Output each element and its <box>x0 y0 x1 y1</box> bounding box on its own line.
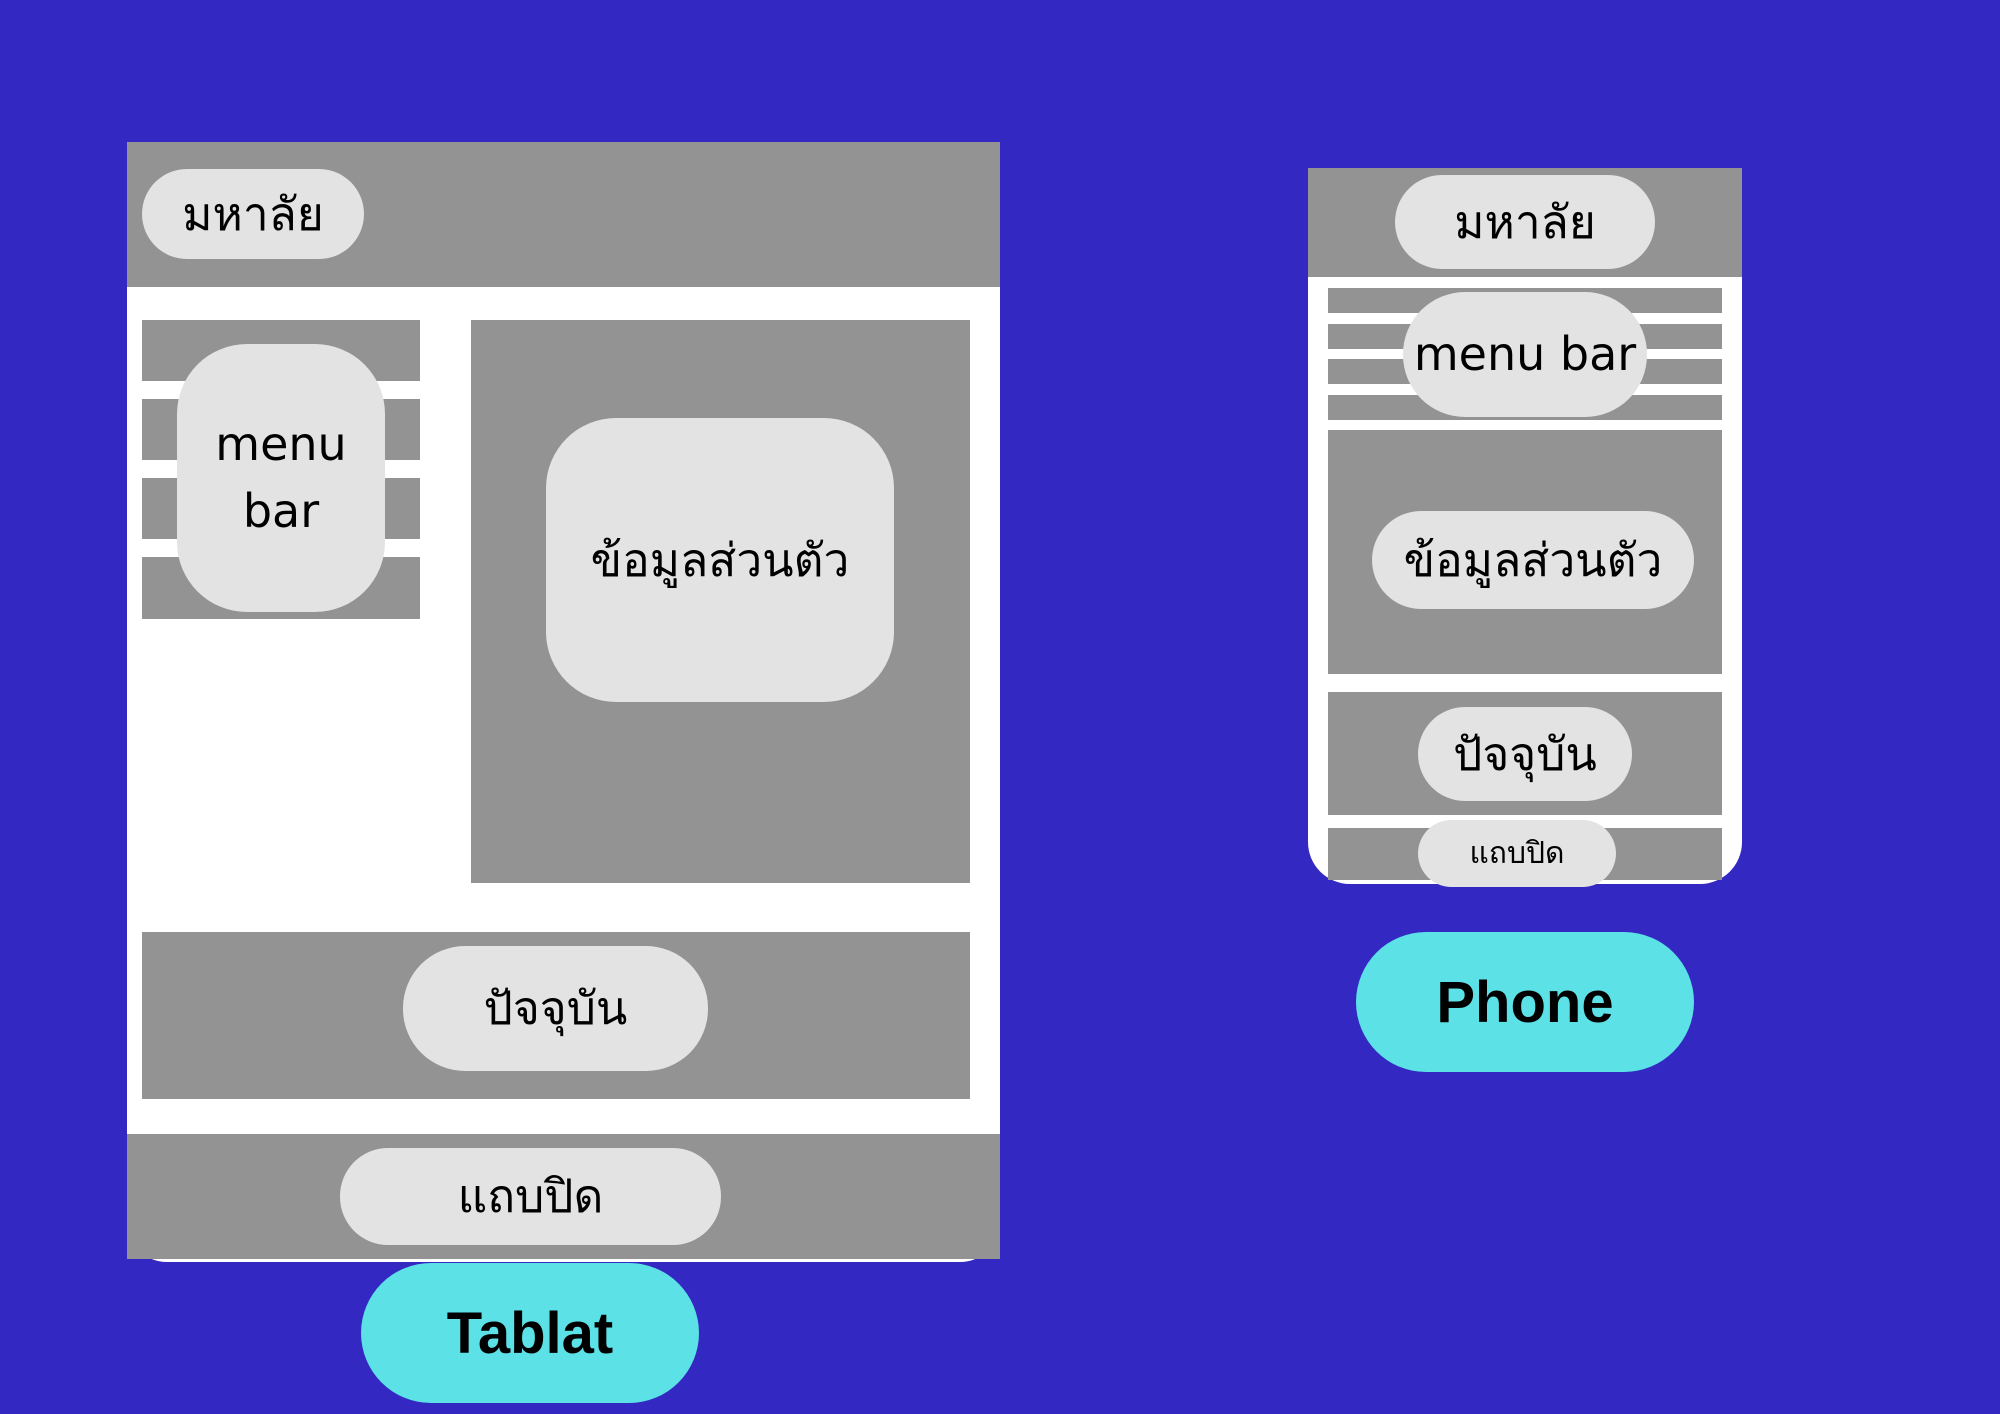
phone-menu-pill: menu bar <box>1403 292 1647 417</box>
phone-menu-text: menu bar <box>1413 327 1637 382</box>
phone-current-text: ปัจจุบัน <box>1453 726 1597 781</box>
tablet-profile-pill: ข้อมูลส่วนตัว <box>546 418 894 702</box>
tablet-menu-pill: menu bar <box>177 344 385 612</box>
tablet-profile-text: ข้อมูลส่วนตัว <box>590 532 850 587</box>
phone-label: Phone <box>1356 932 1694 1072</box>
phone-header-text: มหาลัย <box>1454 194 1596 249</box>
tablet-footer-pill: แถบปิด <box>340 1148 721 1245</box>
tablet-menu-text-line1: menu <box>215 417 347 472</box>
phone-profile-text: ข้อมูลส่วนตัว <box>1403 532 1663 587</box>
tablet-current-pill: ปัจจุบัน <box>403 946 708 1071</box>
tablet-label-text: Tablat <box>446 1300 614 1366</box>
tablet-header-text: มหาลัย <box>182 186 324 241</box>
tablet-header-pill: มหาลัย <box>142 169 364 259</box>
tablet-current-text: ปัจจุบัน <box>483 981 628 1036</box>
tablet-footer-text: แถบปิด <box>457 1169 604 1224</box>
tablet-menu-text-line2: bar <box>242 484 320 538</box>
phone-current-pill: ปัจจุบัน <box>1418 707 1632 801</box>
phone-profile-pill: ข้อมูลส่วนตัว <box>1372 511 1694 609</box>
tablet-label: Tablat <box>361 1263 699 1403</box>
phone-footer-text: แถบปิด <box>1469 835 1565 871</box>
phone-label-text: Phone <box>1436 969 1614 1035</box>
phone-header-pill: มหาลัย <box>1395 175 1655 269</box>
phone-footer-pill: แถบปิด <box>1418 820 1616 887</box>
